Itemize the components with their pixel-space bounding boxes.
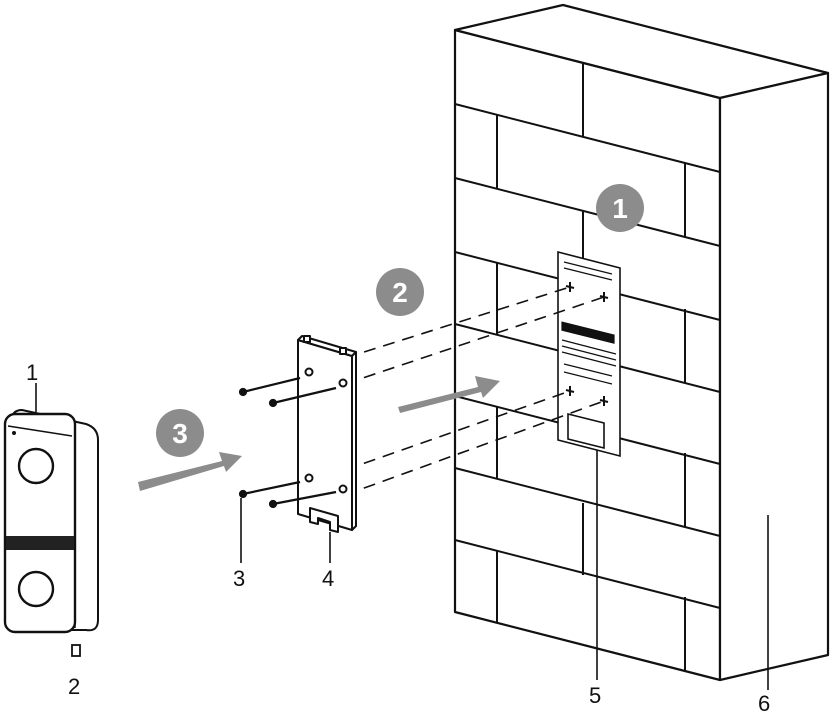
template-hole-marks [565,282,609,406]
screws [238,376,337,509]
bottom-lens-icon [17,570,55,608]
wall [453,3,830,682]
callout-1-label: 1 [26,360,38,385]
small-part [71,644,81,657]
direction-arrows [138,376,500,491]
callout-3-label: 3 [233,566,245,591]
template-markings [561,261,617,385]
callout-4-label: 4 [322,566,334,591]
callout-leaders [35,383,598,680]
doorbell-unit [3,409,99,634]
drilling-template [557,250,621,458]
arrow-to-wall [398,376,500,413]
step-2-badge: 2 [376,268,424,316]
step-badges: 1 2 3 [156,184,644,457]
wall-brick-lines [454,63,721,671]
step-3-label: 3 [172,418,188,449]
step-1-label: 1 [612,193,628,224]
arrow-to-plate [138,452,242,491]
callout-6-label: 6 [758,691,770,714]
callout-labels: 1 2 3 4 5 6 [26,360,770,714]
callout-2-label: 2 [68,674,80,699]
callout-5-label: 5 [589,683,601,708]
step-3-badge: 3 [156,409,204,457]
step-1-badge: 1 [596,184,644,232]
top-lens-icon [17,447,55,485]
alignment-dashed-lines [344,286,605,496]
step-2-label: 2 [392,277,408,308]
wall-side-face [718,71,830,682]
mounting-plate [297,335,357,533]
